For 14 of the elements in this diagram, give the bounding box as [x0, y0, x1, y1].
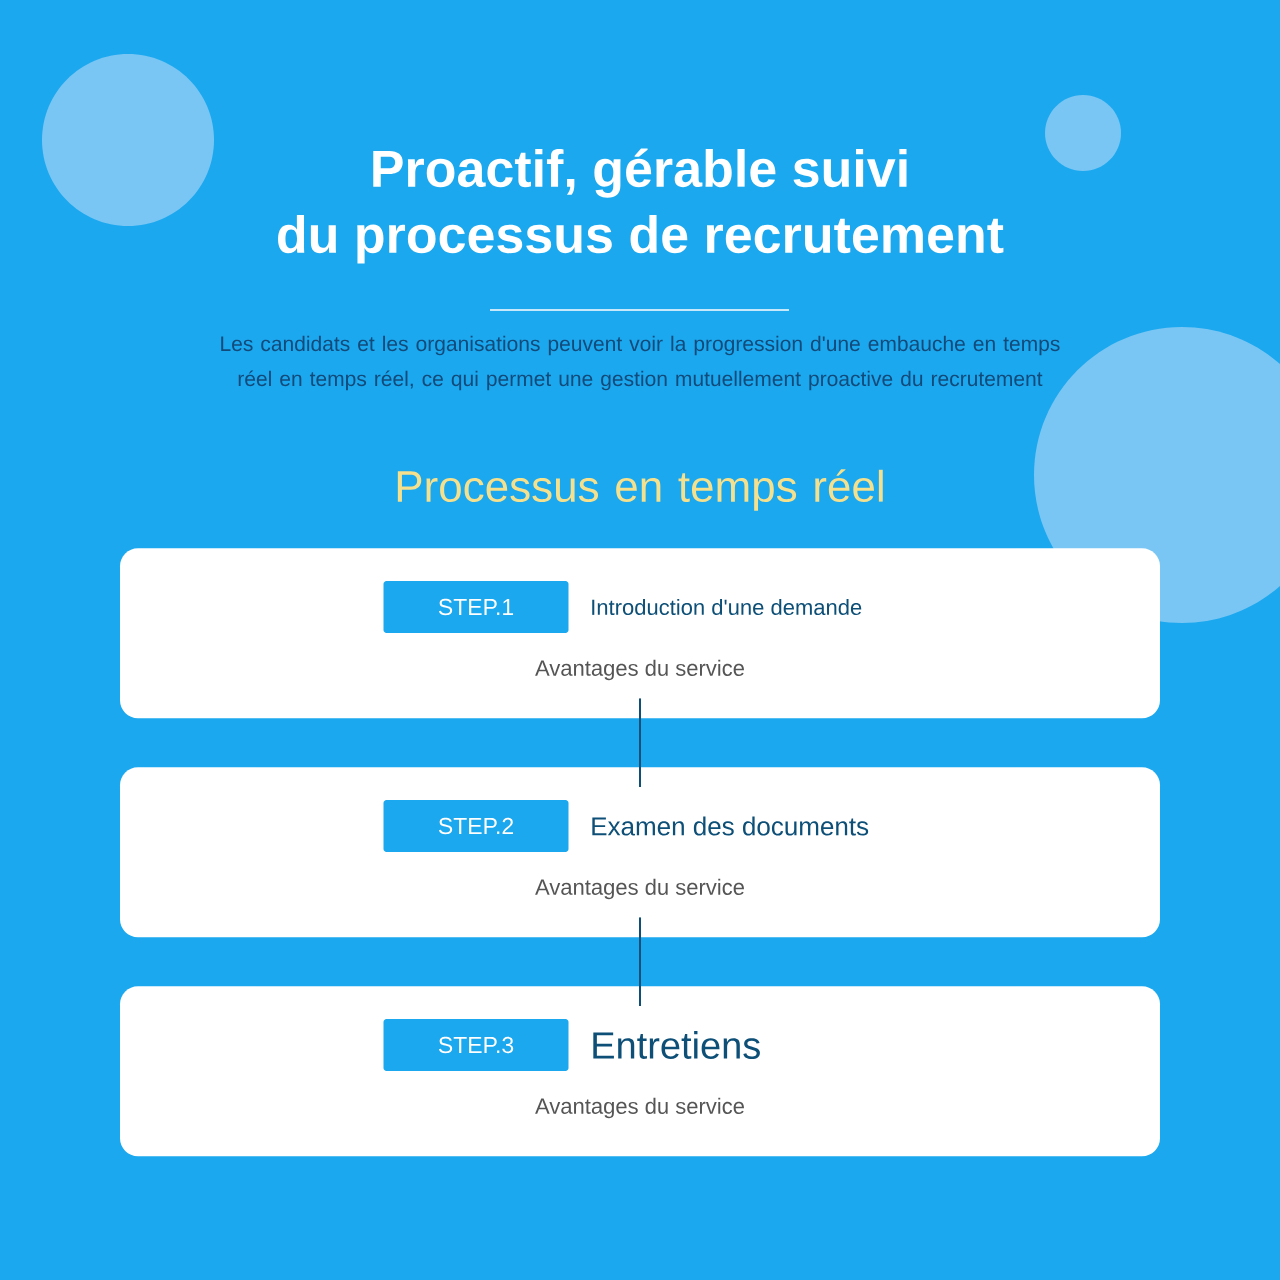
step-heading: Examen des documents: [592, 816, 869, 836]
step-heading: Entretiens: [593, 1031, 760, 1059]
step-badge: STEP.2: [383, 800, 569, 852]
step-description: Avantages du service: [535, 1097, 744, 1119]
step-description: Avantages du service: [535, 878, 744, 900]
step-heading: Introduction d'une demande: [592, 598, 862, 616]
step-description: Avantages du service: [535, 659, 744, 681]
title: Proactif, gérable suivi du processus de recrutement: [278, 148, 1004, 264]
step-badge: STEP.1: [383, 581, 569, 633]
connector-line: [639, 697, 641, 788]
section-heading: Processus en temps réel: [397, 469, 883, 511]
subtitle: Les candidats et les organisations peuvent voir la progression d'une embauche en temps réel en temps réel, ce qui permet une gestion mutuellement proactive du recrutement: [221, 335, 1060, 391]
step-badge: STEP.3: [383, 1019, 569, 1071]
connector-line: [639, 916, 641, 1007]
